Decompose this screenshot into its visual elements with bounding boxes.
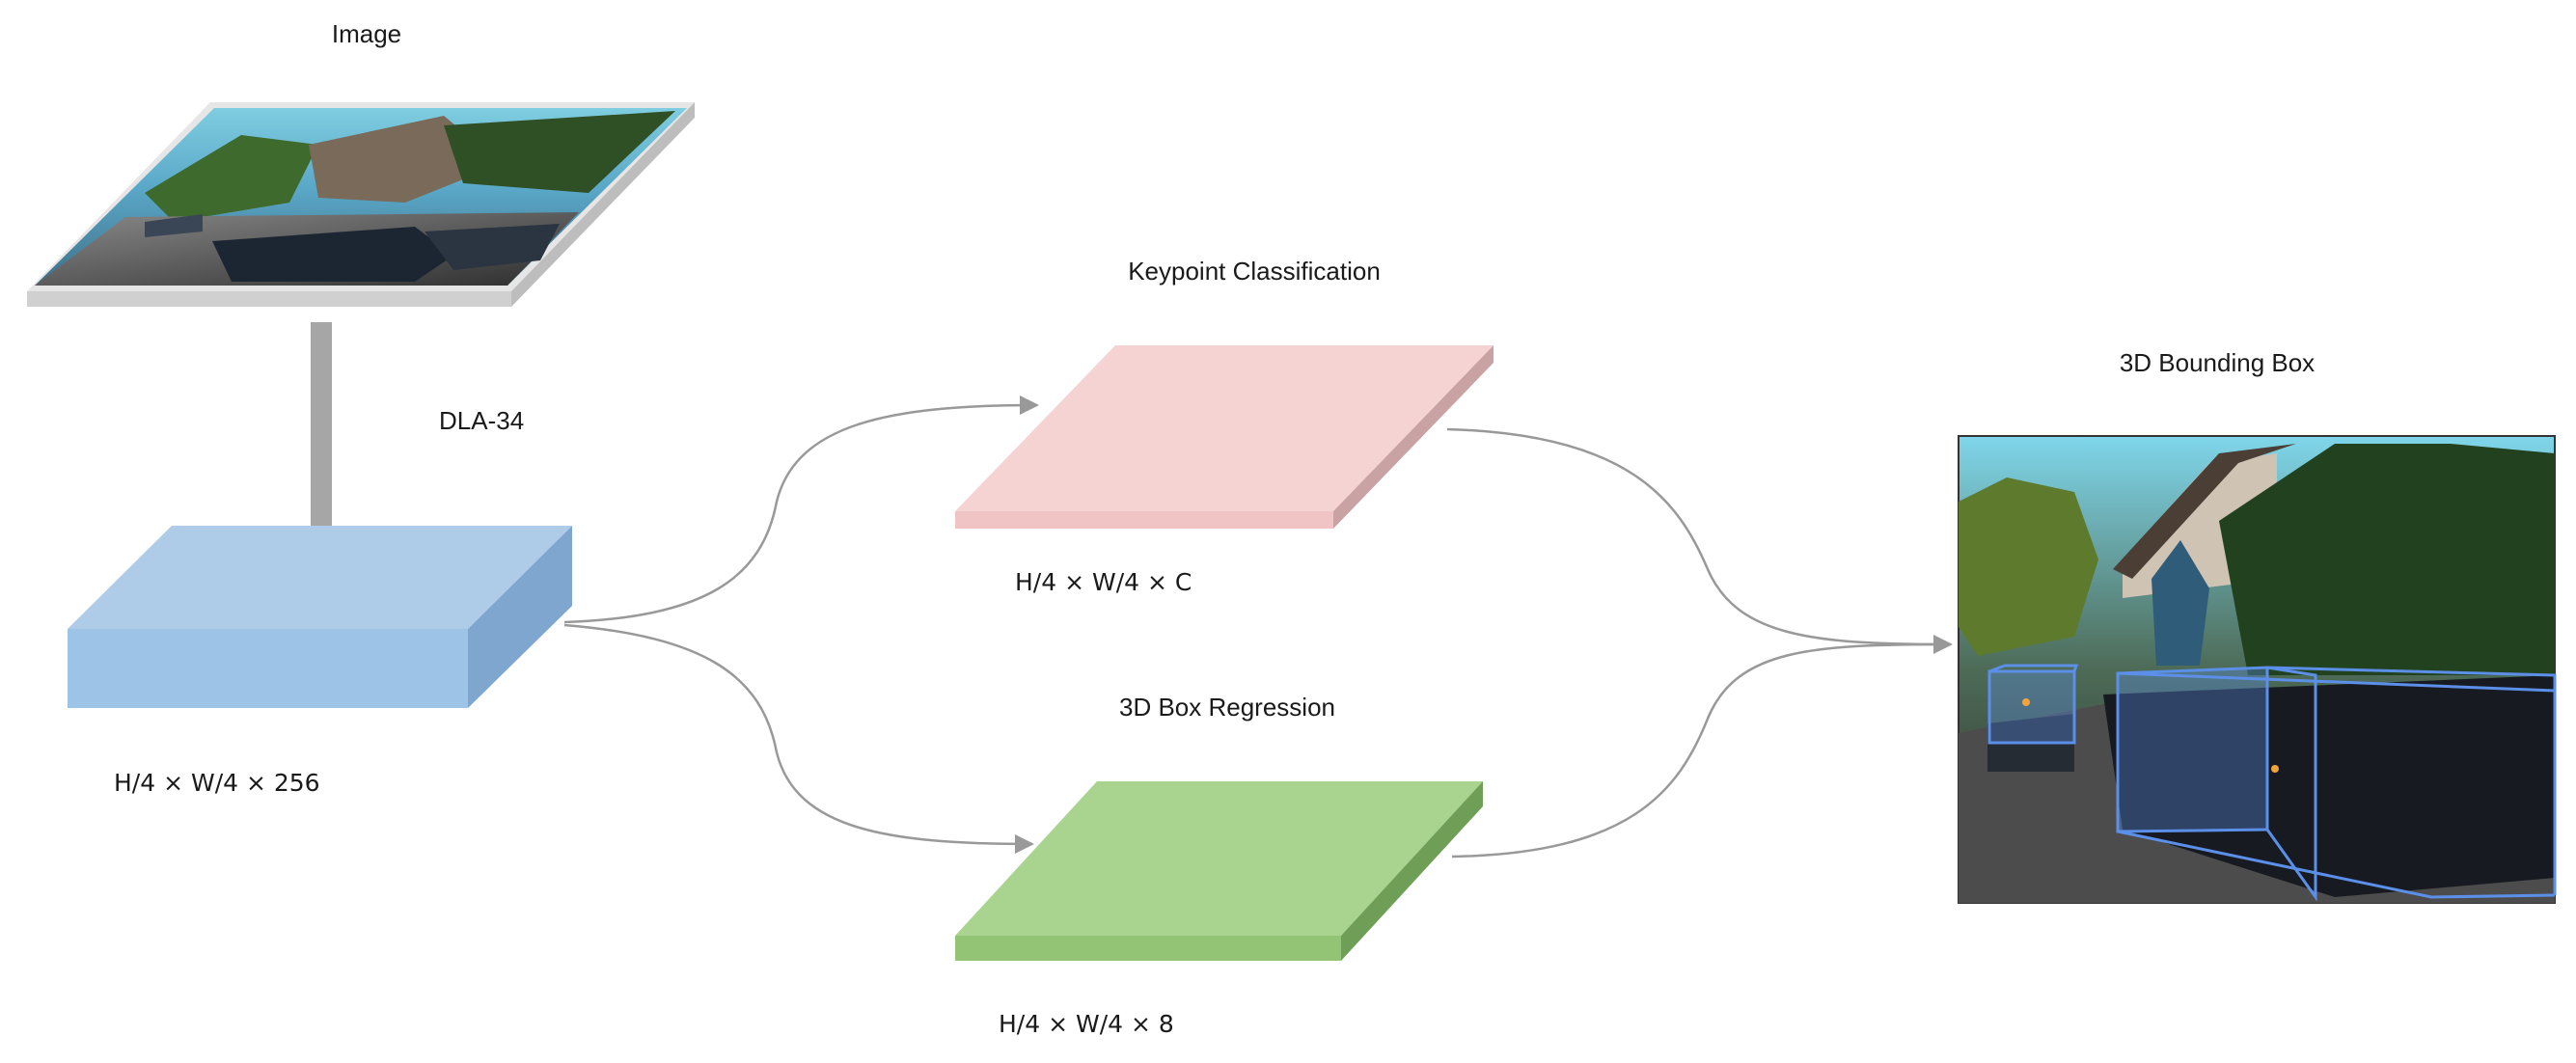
input-image — [27, 102, 695, 307]
backbone-label: DLA-34 — [439, 406, 524, 435]
regression-label: 3D Box Regression — [1119, 693, 1335, 722]
connector-keypoint-to-output — [1446, 427, 1950, 646]
image-label: Image — [332, 19, 401, 48]
regression-block — [955, 781, 1483, 961]
bbox-wireframe-near-car — [2116, 666, 2557, 902]
backbone-dimension: H/4 × W/4 × 256 — [114, 769, 320, 797]
keypoint-heatmap-block — [955, 345, 1494, 529]
output-label: 3D Bounding Box — [2120, 348, 2315, 377]
connector-regression-to-output — [1451, 635, 1953, 859]
connector-backbone-to-regression — [563, 623, 1034, 854]
backbone-feature-block — [68, 526, 572, 708]
connector-backbone-to-keypoint — [563, 395, 1039, 624]
bbox-wireframe-far-car — [1987, 664, 2079, 745]
output-photo — [1958, 435, 2556, 904]
regression-dimension: H/4 × W/4 × 8 — [999, 1010, 1174, 1038]
keypoint-label: Keypoint Classification — [1128, 257, 1381, 286]
keypoint-dimension: H/4 × W/4 × C — [1015, 568, 1192, 596]
